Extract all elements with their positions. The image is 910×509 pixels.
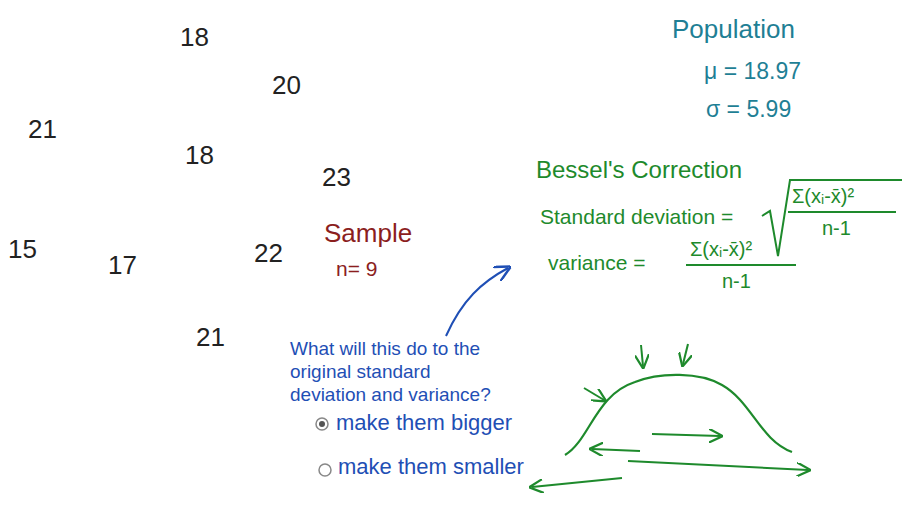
spread-arrow <box>592 449 640 451</box>
formula-denominator: n-1 <box>822 216 851 240</box>
population-mean: μ = 18.97 <box>704 58 801 86</box>
spread-arrow <box>532 478 622 487</box>
squeeze-arrow <box>683 344 688 364</box>
quiz-option: make them bigger <box>336 410 512 436</box>
population-heading: Population <box>672 14 795 45</box>
sample-value: 17 <box>108 250 137 281</box>
formula-heading: Bessel's Correction <box>536 156 742 185</box>
formula-numerator: Σ(xᵢ-x̄)² <box>792 184 854 208</box>
pointer-arrow <box>446 268 508 336</box>
bell-curve <box>565 375 792 455</box>
sample-value: 18 <box>185 140 214 171</box>
sample-value: 18 <box>180 22 209 53</box>
sample-value: 21 <box>196 322 225 353</box>
sample-value: 21 <box>28 114 57 145</box>
squeeze-arrow <box>641 345 643 366</box>
radio-button <box>319 464 331 476</box>
sample-value: 15 <box>8 234 37 265</box>
formula-numerator: Σ(xᵢ-x̄)² <box>690 237 752 261</box>
sample-value: 20 <box>272 70 301 101</box>
sample-heading: Sample <box>324 218 412 249</box>
fraction-bar <box>788 211 896 213</box>
formula-name: Standard deviation = <box>540 204 733 229</box>
spread-arrow <box>628 461 808 470</box>
sample-size: n= 9 <box>336 256 377 281</box>
fraction-bar <box>686 264 796 266</box>
population-sd: σ = 5.99 <box>706 96 791 124</box>
formula-name: variance = <box>548 250 645 275</box>
quiz-option: make them smaller <box>338 454 524 480</box>
sample-value: 23 <box>322 162 351 193</box>
radio-button <box>316 418 328 430</box>
squeeze-arrow <box>584 388 604 400</box>
sample-value: 22 <box>254 238 283 269</box>
radio-dot <box>319 421 325 427</box>
spread-arrow <box>652 434 720 436</box>
formula-denominator: n-1 <box>722 269 751 293</box>
root-sign <box>762 180 902 256</box>
quiz-question: What will this do to the original standa… <box>290 338 505 406</box>
